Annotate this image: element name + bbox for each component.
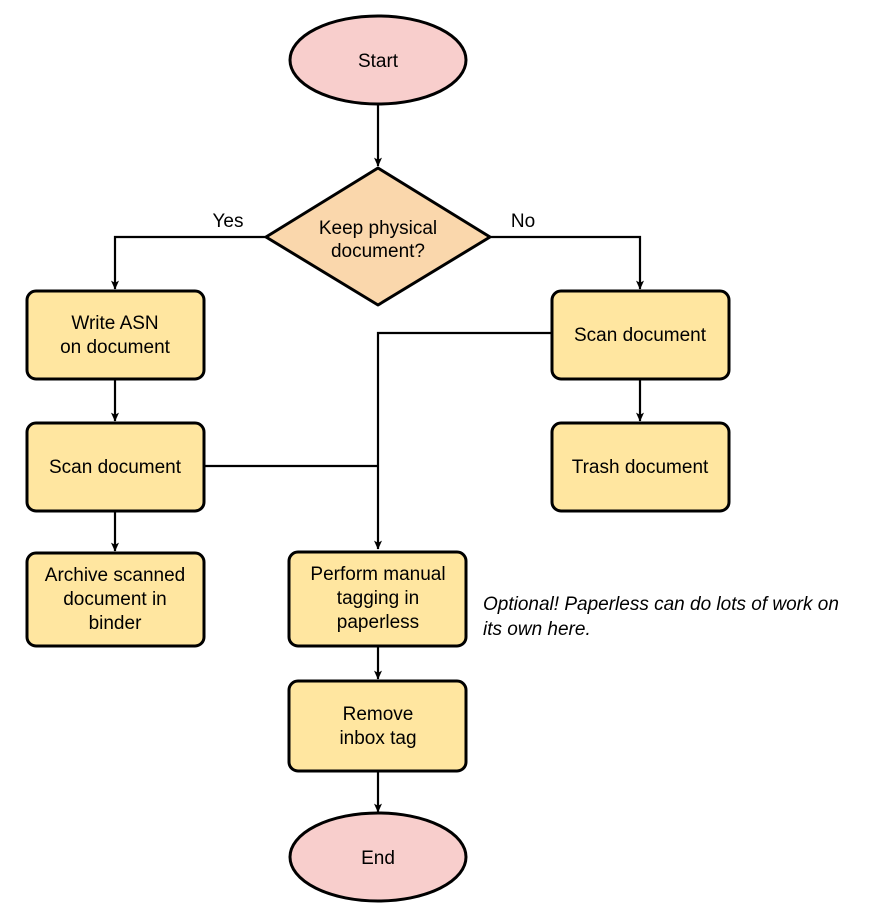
annotation-optional-note: Optional! Paperless can do lots of work …	[483, 594, 839, 640]
scan-right-rect-shape	[550, 289, 731, 381]
tagging-label-line3: paperless	[337, 612, 419, 633]
node-archive-scanned-document-in-binder[interactable]: Archive scanned document in binder	[25, 551, 206, 648]
optional-note-line2: its own here.	[483, 619, 591, 640]
trash-label: Trash document	[572, 457, 709, 478]
remove-inbox-rect-shape	[287, 679, 468, 773]
edge-label-no: No	[511, 211, 535, 232]
node-scan-document-right[interactable]: Scan document	[550, 289, 731, 381]
node-scan-document-left[interactable]: Scan document	[25, 421, 206, 513]
write-asn-rect-shape	[25, 289, 206, 381]
archive-rect-shape	[25, 551, 206, 648]
tagging-rect-shape	[287, 550, 468, 648]
tagging-label-line1: Perform manual	[310, 564, 445, 585]
node-write-asn-on-document[interactable]: Write ASN on document	[25, 289, 206, 381]
edge-decision-no-to-scan-right	[490, 235, 644, 290]
node-perform-manual-tagging-in-paperless[interactable]: Perform manual tagging in paperless	[287, 550, 468, 648]
archive-label-line2: document in	[63, 589, 167, 610]
node-remove-inbox-tag[interactable]: Remove inbox tag	[287, 679, 468, 773]
optional-note-line1: Optional! Paperless can do lots of work …	[483, 594, 839, 615]
start-label: Start	[358, 51, 399, 72]
scan-right-label: Scan document	[574, 325, 707, 346]
decision-diamond-shape	[264, 166, 492, 307]
remove-inbox-label-line1: Remove	[343, 704, 414, 725]
write-asn-label-line2: on document	[60, 337, 171, 358]
node-end[interactable]: End	[288, 811, 468, 903]
tagging-label-line2: tagging in	[337, 588, 419, 609]
trash-rect-shape	[550, 421, 731, 513]
edge-scan-right-to-tagging	[374, 331, 552, 550]
node-start[interactable]: Start	[288, 14, 468, 106]
decision-label-line2: document?	[331, 241, 425, 262]
archive-label-line3: binder	[89, 613, 142, 634]
edge-decision-yes-to-write-asn	[111, 235, 266, 290]
scan-left-label: Scan document	[49, 457, 182, 478]
write-asn-label-line1: Write ASN	[71, 313, 158, 334]
decision-label-line1: Keep physical	[319, 218, 437, 239]
archive-label-line1: Archive scanned	[45, 565, 185, 586]
node-decision-keep-physical-document[interactable]: Keep physical document?	[264, 166, 492, 307]
scan-left-rect-shape	[25, 421, 206, 513]
end-label: End	[361, 848, 395, 869]
node-trash-document[interactable]: Trash document	[550, 421, 731, 513]
edge-label-yes: Yes	[213, 211, 244, 232]
end-ellipse-shape	[288, 811, 468, 903]
remove-inbox-label-line2: inbox tag	[339, 728, 416, 749]
start-ellipse-shape	[288, 14, 468, 106]
